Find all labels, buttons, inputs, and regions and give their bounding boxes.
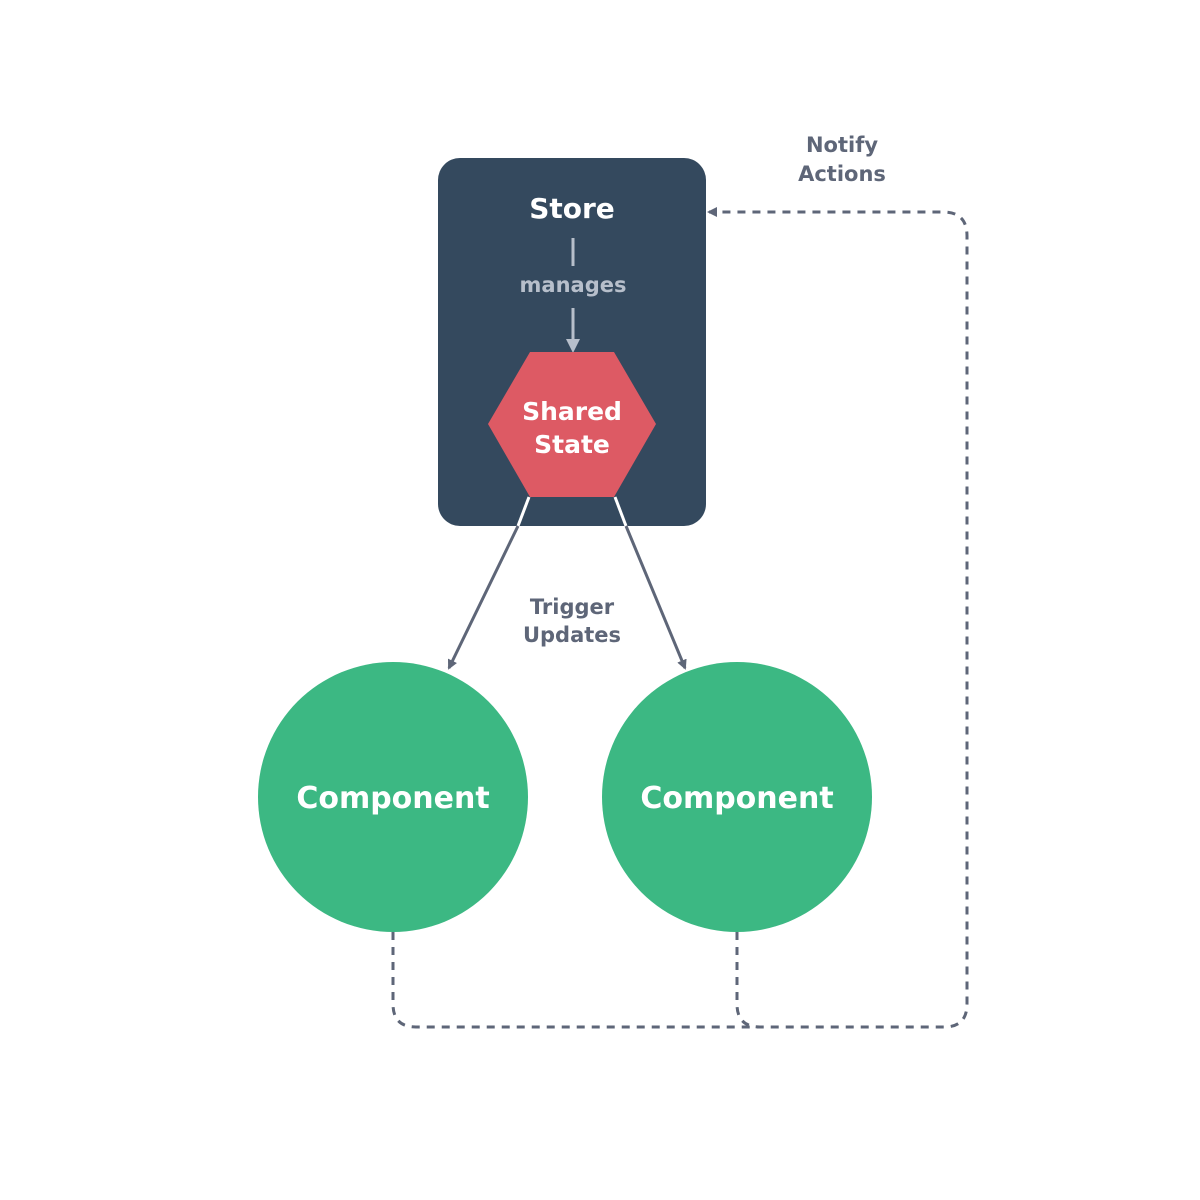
trigger-updates-line2: Updates: [523, 623, 621, 647]
component-left: [258, 662, 528, 932]
trigger-updates-line1: Trigger: [530, 595, 615, 619]
notify-actions-line2: Actions: [798, 162, 886, 186]
component-left-label: Component: [296, 781, 489, 816]
component-right-label: Component: [640, 781, 833, 816]
shared-state-hexagon: [488, 352, 656, 497]
manages-label: manages: [520, 273, 627, 297]
trigger-arrow-left: [447, 525, 520, 670]
notify-path-left: [391, 932, 760, 1029]
trigger-line-left-white: [516, 496, 531, 527]
store-title: Store: [529, 192, 615, 225]
component-right: [602, 662, 872, 932]
trigger-line-right-white: [613, 496, 628, 527]
notify-actions-line1: Notify: [806, 133, 878, 157]
trigger-arrow-right: [624, 525, 687, 670]
shared-state-line1: Shared: [522, 397, 622, 426]
shared-state-line2: State: [534, 430, 610, 459]
